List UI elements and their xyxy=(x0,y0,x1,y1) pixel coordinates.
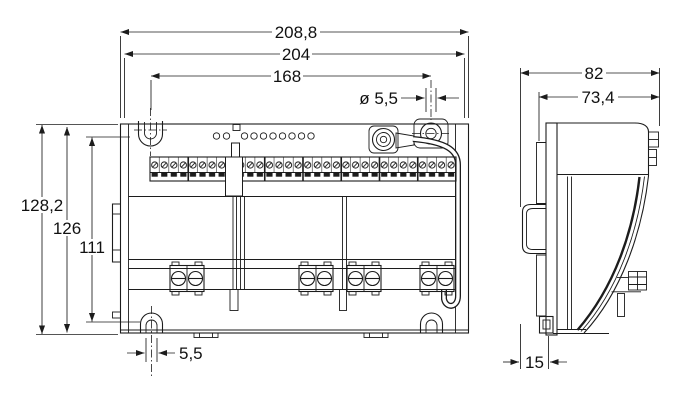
ground-lug-and-wire xyxy=(368,125,461,309)
side-view xyxy=(521,122,659,336)
front-left-foot xyxy=(112,311,121,319)
front-housing-outline xyxy=(111,123,470,338)
front-din-clip-tab xyxy=(111,203,121,263)
side-din-clip xyxy=(521,142,554,334)
dim-side-rail-offset-label: 15 xyxy=(525,353,544,372)
dim-front-mid-height-label: 126 xyxy=(53,219,81,238)
dim-front-slot-width-label: 5,5 xyxy=(179,344,203,363)
dim-front-hole-diameter: ø 5,5 xyxy=(359,88,459,112)
dim-front-overall-width: 208,8 xyxy=(120,23,469,118)
dim-front-hole-spacing-label: 168 xyxy=(273,67,301,86)
dim-front-overall-height-label: 128,2 xyxy=(21,196,64,215)
mounting-slot-bottom-right xyxy=(419,312,444,333)
side-terminal-detail xyxy=(611,271,647,317)
mounting-slot-bottom-left xyxy=(139,306,164,378)
dimension-annotations: 208,8 204 168 ø 5,5 xyxy=(19,23,660,372)
dim-front-mounting-width-label: 204 xyxy=(282,45,310,64)
terminal-strip xyxy=(149,156,457,182)
front-face-curve-band xyxy=(576,176,641,331)
front-face-curve-outer xyxy=(583,175,650,334)
mounting-slot-top-left xyxy=(134,108,167,156)
swing-label xyxy=(225,142,243,311)
front-view xyxy=(111,108,470,378)
dim-front-hole-spacing: 168 xyxy=(150,67,432,120)
side-housing-outline xyxy=(545,122,659,336)
dim-front-mounting-width: 204 xyxy=(124,45,465,118)
dim-front-slot-width: 5,5 xyxy=(127,338,203,363)
dim-side-housing-depth: 73,4 xyxy=(538,88,660,141)
bottom-feet xyxy=(193,332,389,338)
ring-terminal xyxy=(395,132,415,149)
side-bottom-foot xyxy=(538,315,554,334)
dim-front-heights: 128,2 126 111 xyxy=(19,124,140,335)
dim-side-rail-offset: 15 xyxy=(503,324,567,372)
dim-side-housing-depth-label: 73,4 xyxy=(581,88,614,107)
dim-front-inner-height-label: 111 xyxy=(79,238,105,257)
led-indicators xyxy=(212,124,315,140)
dim-side-overall-depth: 82 xyxy=(520,64,660,207)
dim-front-hole-diameter-label: ø 5,5 xyxy=(359,89,398,108)
dim-front-overall-width-label: 208,8 xyxy=(275,23,318,42)
dim-side-overall-depth-label: 82 xyxy=(585,64,604,83)
